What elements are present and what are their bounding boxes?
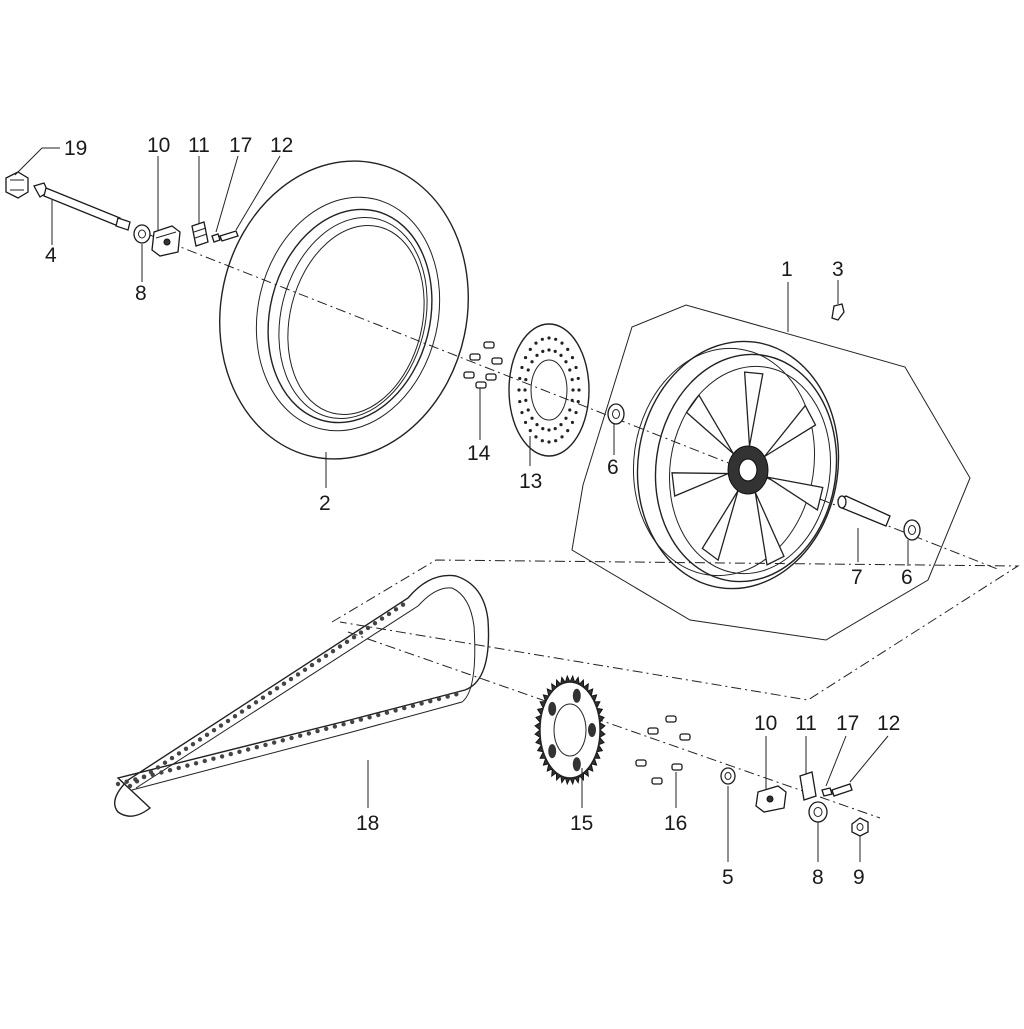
callout-15: 15 <box>570 812 593 835</box>
chain-adjuster-upper-part <box>151 225 181 257</box>
axle-nut-part <box>5 171 29 199</box>
callout-17a: 17 <box>229 134 252 157</box>
callout-2: 2 <box>319 492 331 515</box>
callout-17b: 17 <box>836 712 859 735</box>
callout-3: 3 <box>832 258 844 281</box>
callout-10b: 10 <box>754 712 777 735</box>
callout-6b: 6 <box>901 566 913 589</box>
bearing-left-part <box>607 403 625 425</box>
callout-7: 7 <box>851 566 863 589</box>
wheel-rim-part <box>632 340 840 590</box>
washer-lower-part <box>808 801 828 823</box>
callout-4: 4 <box>45 244 57 267</box>
leader-19 <box>14 147 60 176</box>
leader-17b <box>825 735 847 787</box>
callout-10a: 10 <box>147 134 170 157</box>
leader-17a <box>215 155 239 233</box>
sprocket-bolts-part <box>635 715 691 785</box>
chain-part <box>114 574 490 817</box>
adjuster-bolt-lower-part <box>821 783 853 797</box>
callout-13: 13 <box>519 470 542 493</box>
callout-8b: 8 <box>812 866 824 889</box>
adjuster-plate-lower-part <box>799 771 817 801</box>
callout-9: 9 <box>853 866 865 889</box>
callout-18: 18 <box>356 812 379 835</box>
brake-disc-part <box>508 323 590 457</box>
adjuster-bolt-upper-part <box>211 230 239 243</box>
washer-upper-part <box>133 224 151 244</box>
collar-part <box>720 767 736 785</box>
lower-axis-line <box>347 631 881 819</box>
leader-12b <box>849 735 889 783</box>
callout-11a: 11 <box>188 134 210 157</box>
callout-6a: 6 <box>607 456 619 479</box>
adjuster-plate-upper-part <box>191 221 209 247</box>
axle-nut-lower-part <box>851 817 869 837</box>
disc-bolts-part <box>463 341 503 389</box>
callout-5: 5 <box>722 866 734 889</box>
callout-12a: 12 <box>270 134 293 157</box>
callout-11b: 11 <box>795 712 817 735</box>
axle-part <box>33 182 131 231</box>
sprocket-part <box>534 674 606 786</box>
chain-adjuster-lower-part <box>755 785 787 813</box>
tire-part <box>219 160 469 460</box>
rim-frame-outline <box>571 304 971 641</box>
lower-frame-outline <box>331 559 1020 701</box>
callout-19: 19 <box>64 137 87 160</box>
valve-part <box>831 303 845 321</box>
callout-1: 1 <box>781 258 793 281</box>
leader-12a <box>235 155 281 231</box>
bearing-right-part <box>903 519 921 541</box>
callout-14: 14 <box>467 442 491 465</box>
callout-8a: 8 <box>135 282 147 305</box>
callout-12b: 12 <box>877 712 900 735</box>
spacer-part <box>837 495 891 527</box>
callout-16: 16 <box>664 812 687 835</box>
